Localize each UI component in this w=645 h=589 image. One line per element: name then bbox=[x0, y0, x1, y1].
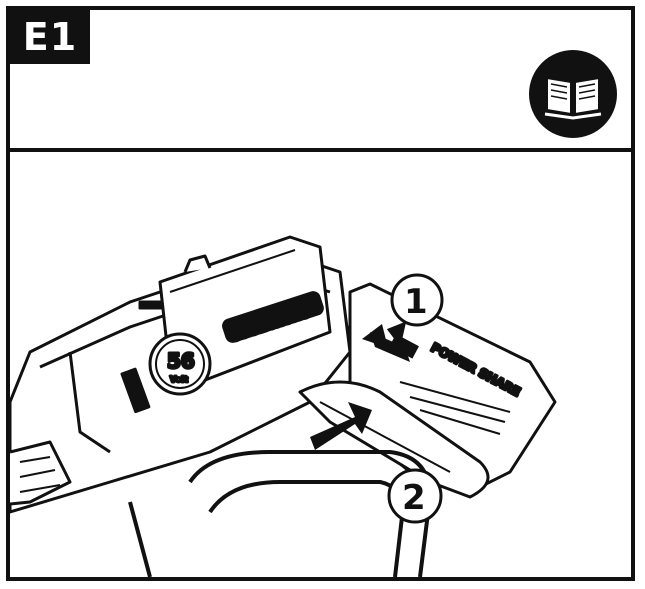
callout-1: 1 bbox=[392, 275, 442, 325]
battery-voltage-label: 56 bbox=[167, 349, 195, 373]
callout-2-number: 2 bbox=[402, 478, 426, 518]
grip-loop bbox=[130, 452, 430, 577]
panel-header: E1 bbox=[10, 10, 631, 152]
battery-unit-label: Volt bbox=[170, 375, 188, 384]
callout-1-number: 1 bbox=[404, 282, 428, 322]
instruction-panel: E1 bbox=[6, 6, 635, 581]
read-manual-book-icon bbox=[527, 48, 619, 140]
callout-2: 2 bbox=[389, 470, 441, 522]
step-label: E1 bbox=[10, 10, 90, 64]
tool-illustration: COOL NITRO 56 Volt POWER SHARE bbox=[10, 152, 631, 577]
